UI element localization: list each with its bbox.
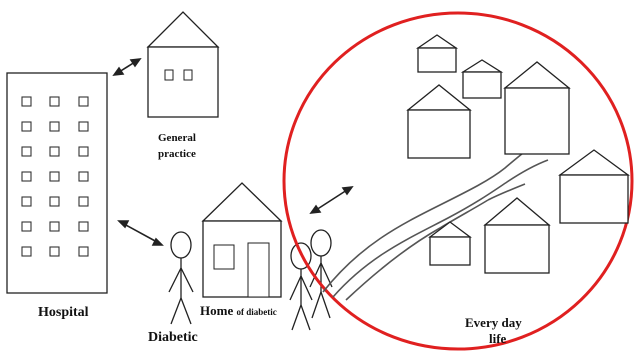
- arrow-hospital-home: [119, 221, 162, 245]
- general-practice-building: [148, 12, 218, 117]
- hospital-window: [22, 172, 31, 181]
- hospital-window: [22, 97, 31, 106]
- hospital-window: [79, 222, 88, 231]
- hospital-window: [79, 122, 88, 131]
- hospital-window: [79, 197, 88, 206]
- hospital-building: [7, 73, 107, 293]
- home-label: Home of diabetic: [200, 303, 277, 318]
- general-practice-label-line1: General: [158, 132, 196, 144]
- home-label-prefix: Home: [200, 303, 236, 318]
- hospital-window: [50, 122, 59, 131]
- hospital-window: [50, 247, 59, 256]
- hospital-window: [50, 147, 59, 156]
- hospital-window: [22, 197, 31, 206]
- hospital-window: [50, 197, 59, 206]
- hospital-window: [50, 97, 59, 106]
- hospital-label: Hospital: [38, 305, 89, 320]
- home-building: [203, 183, 281, 297]
- arrow-hospital-gp: [114, 59, 140, 75]
- town-houses: [408, 35, 628, 273]
- hospital-window: [79, 247, 88, 256]
- hospital-window: [22, 222, 31, 231]
- hospital-window: [22, 247, 31, 256]
- diabetic-label: Diabetic: [148, 330, 198, 345]
- arrow-home-town: [311, 187, 352, 213]
- home-label-suffix: of diabetic: [236, 307, 276, 317]
- house-5: [560, 150, 628, 223]
- hospital-window: [79, 97, 88, 106]
- diabetic-figure: [169, 232, 193, 324]
- hospital-window: [22, 147, 31, 156]
- hospital-window: [79, 172, 88, 181]
- house-3: [408, 85, 470, 158]
- hospital-window: [79, 147, 88, 156]
- general-practice-label-line2: practice: [158, 148, 196, 160]
- house-1: [418, 35, 456, 72]
- every-day-life-label-line2: life: [489, 331, 507, 346]
- house-6: [485, 198, 549, 273]
- hospital-window: [50, 172, 59, 181]
- hospital-window: [50, 222, 59, 231]
- house-4: [505, 62, 569, 154]
- house-7: [430, 222, 470, 265]
- every-day-life-label-line1: Every day: [465, 315, 522, 330]
- house-2: [463, 60, 501, 98]
- hospital-window: [22, 122, 31, 131]
